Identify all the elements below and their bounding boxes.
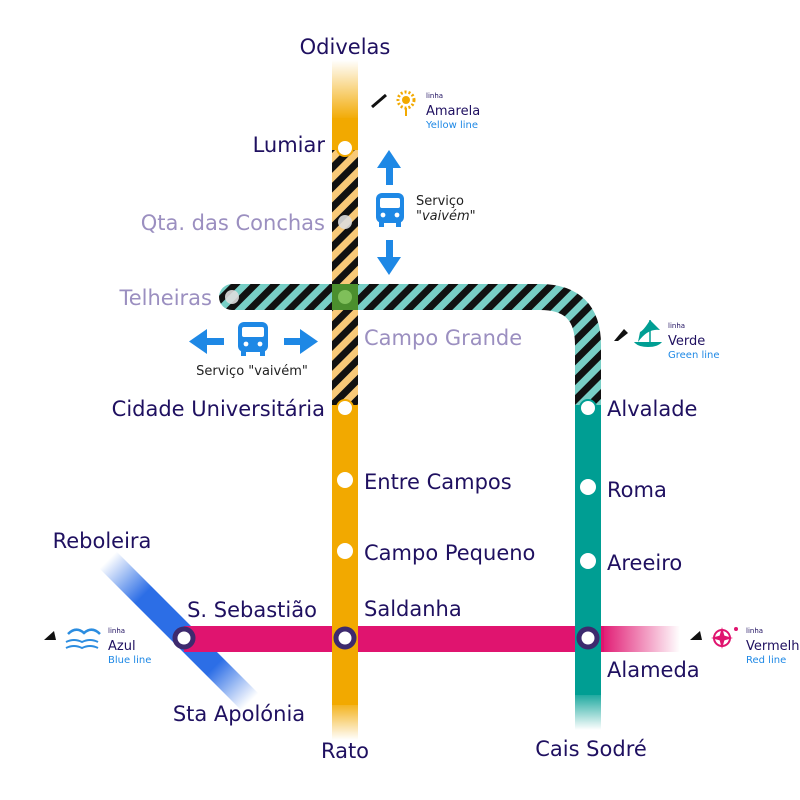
station-areeiro: Areeiro: [607, 551, 682, 575]
legend-red: linha Vermelha Red line: [690, 627, 800, 666]
legend-green-english: Green line: [668, 350, 720, 361]
bus-icon: [238, 322, 268, 356]
shuttle-label-line2: "vaivém": [416, 209, 476, 224]
caravel-icon: [634, 320, 662, 347]
legend-yellow-name: Amarela: [426, 104, 480, 119]
arrow-right-icon: [284, 329, 318, 354]
station-cais-sodre: Cais Sodré: [535, 737, 647, 761]
sunflower-icon: [396, 90, 416, 116]
station-dots: [172, 139, 600, 650]
station-cidade-universitaria: Cidade Universitária: [112, 397, 325, 421]
station-campo-pequeno: Campo Pequeno: [364, 541, 535, 565]
legend-green-name: Verde: [668, 334, 705, 349]
legend-red-prefix: linha: [746, 627, 763, 635]
arrow-down-icon: [377, 240, 401, 275]
station-s-sebastiao: S. Sebastião: [187, 598, 317, 622]
station-odivelas: Odivelas: [300, 35, 391, 59]
station-sta-apolonia: Sta Apolónia: [173, 702, 305, 726]
station-qta-conchas: Qta. das Conchas: [141, 211, 325, 235]
station-roma: Roma: [607, 478, 667, 502]
station-reboleira: Reboleira: [53, 529, 152, 553]
legend-green: linha Verde Green line: [614, 320, 720, 361]
red-line: [184, 626, 680, 652]
legend-blue-name: Azul: [108, 639, 136, 654]
station-lumiar: Lumiar: [253, 133, 326, 157]
legend-red-english: Red line: [746, 655, 786, 666]
legend-blue-english: Blue line: [108, 655, 151, 666]
seagull-icon: [65, 628, 101, 650]
arrow-up-icon: [377, 150, 401, 185]
shuttle-label: Serviço "vaivém": [196, 364, 308, 379]
station-alvalade: Alvalade: [607, 397, 697, 421]
legend-blue: linha Azul Blue line: [44, 627, 151, 666]
legend-yellow-prefix: linha: [426, 92, 443, 100]
station-entre-campos: Entre Campos: [364, 470, 512, 494]
station-campo-grande: Campo Grande: [364, 326, 522, 350]
green-line: [219, 284, 601, 730]
compass-rose-icon: [711, 627, 738, 649]
station-telheiras: Telheiras: [118, 286, 212, 310]
legend-yellow: linha Amarela Yellow line: [371, 90, 480, 131]
horizontal-shuttle: Serviço "vaivém": [189, 322, 318, 379]
legend-red-name: Vermelha: [746, 639, 800, 654]
legend-blue-prefix: linha: [108, 627, 125, 635]
legend-yellow-english: Yellow line: [425, 120, 478, 131]
arrow-left-icon: [189, 329, 224, 354]
yellow-line: [332, 60, 358, 740]
station-saldanha: Saldanha: [364, 597, 462, 621]
vertical-shuttle: Serviço "vaivém": [376, 150, 476, 275]
bus-icon: [376, 193, 404, 227]
station-alameda: Alameda: [607, 658, 700, 682]
shuttle-label-line1: Serviço: [416, 194, 464, 209]
station-rato: Rato: [321, 739, 369, 763]
legend-green-prefix: linha: [668, 322, 685, 330]
